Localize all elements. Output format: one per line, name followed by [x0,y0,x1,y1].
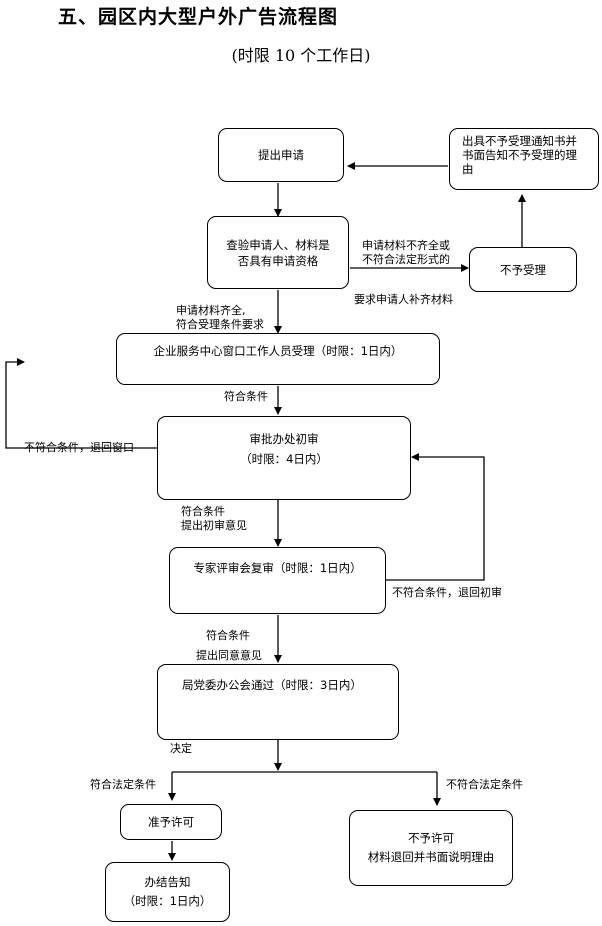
initial-review-box: 审批办处初审 （时限：4日内） [157,416,411,500]
not-accept-label: 不予受理 [500,262,546,277]
incomplete-line2: 不符合法定形式的 [362,253,450,266]
not-accept-notice-label: 出具不予受理通知书并书面告知不予受理的理由 [462,134,577,176]
complete-line2: 符合受理条件要求 [176,318,264,331]
meets3-line2: 提出同意意见 [196,649,262,662]
supplement-label: 要求申请人补齐材料 [354,293,453,306]
meets-condition-label-2: 符合条件 提出初审意见 [181,505,247,533]
review-line1: 审批办处初审 [249,432,319,446]
legal-yes-label: 符合法定条件 [90,778,156,791]
deny-box: 不予许可 材料退回并书面说明理由 [349,810,513,886]
window-accept-label: 企业服务中心窗口工作人员受理（时限：1日内） [153,344,403,358]
back-to-review-label: 不符合条件，退回初审 [392,586,502,599]
meets2-line1: 符合条件 [181,505,225,518]
conclude-line2: （时限：1日内） [123,894,212,908]
conclude-box: 办结告知 （时限：1日内） [105,862,230,922]
incomplete-label: 申请材料不齐全或 不符合法定形式的 [362,239,450,267]
conclude-line1: 办结告知 [144,875,191,889]
apply-box: 提出申请 [218,128,344,182]
bureau-meeting-box: 局党委办公会通过（时限：3日内） [157,664,399,740]
deny-line2: 材料退回并书面说明理由 [367,850,495,864]
window-accept-box: 企业服务中心窗口工作人员受理（时限：1日内） [116,333,440,385]
check-line2: 否具有申请资格 [237,253,319,268]
deny-line1: 不予许可 [408,831,454,845]
expert-review-box: 专家评审会复审（时限：1日内） [169,547,386,614]
not-accept-box: 不予受理 [469,247,577,292]
arrow-expert-back-to-review [386,453,485,581]
permit-box: 准予许可 [120,804,222,840]
back-to-window-label: 不符合条件，退回窗口 [24,441,134,454]
not-accept-notice-box: 出具不予受理通知书并书面告知不予受理的理由 [449,128,599,190]
complete-label: 申请材料齐全, 符合受理条件要求 [176,304,264,332]
decision-label: 决定 [170,742,192,755]
check-line1: 查验申请人、材料是 [226,237,330,252]
permit-label: 准予许可 [148,815,194,829]
page-subtitle: (时限 10 个工作日) [231,46,371,65]
meets-condition-label-3: 符合条件 提出同意意见 [196,626,262,666]
check-eligibility-box: 查验申请人、材料是 否具有申请资格 [207,216,349,289]
meets-condition-label-1: 符合条件 [224,390,268,403]
complete-line1: 申请材料齐全, [176,304,246,317]
review-line2: （时限：4日内） [240,452,328,466]
arrow-review-back-to-window [5,358,158,449]
incomplete-line1: 申请材料不齐全或 [362,239,450,252]
legal-no-label: 不符合法定条件 [446,778,523,791]
apply-label: 提出申请 [258,148,304,162]
meets3-line1: 符合条件 [206,629,250,642]
bureau-label: 局党委办公会通过（时限：3日内） [182,678,362,692]
expert-label: 专家评审会复审（时限：1日内） [193,561,362,575]
meets2-line2: 提出初审意见 [181,519,247,532]
page-title: 五、园区内大型户外广告流程图 [58,6,339,28]
